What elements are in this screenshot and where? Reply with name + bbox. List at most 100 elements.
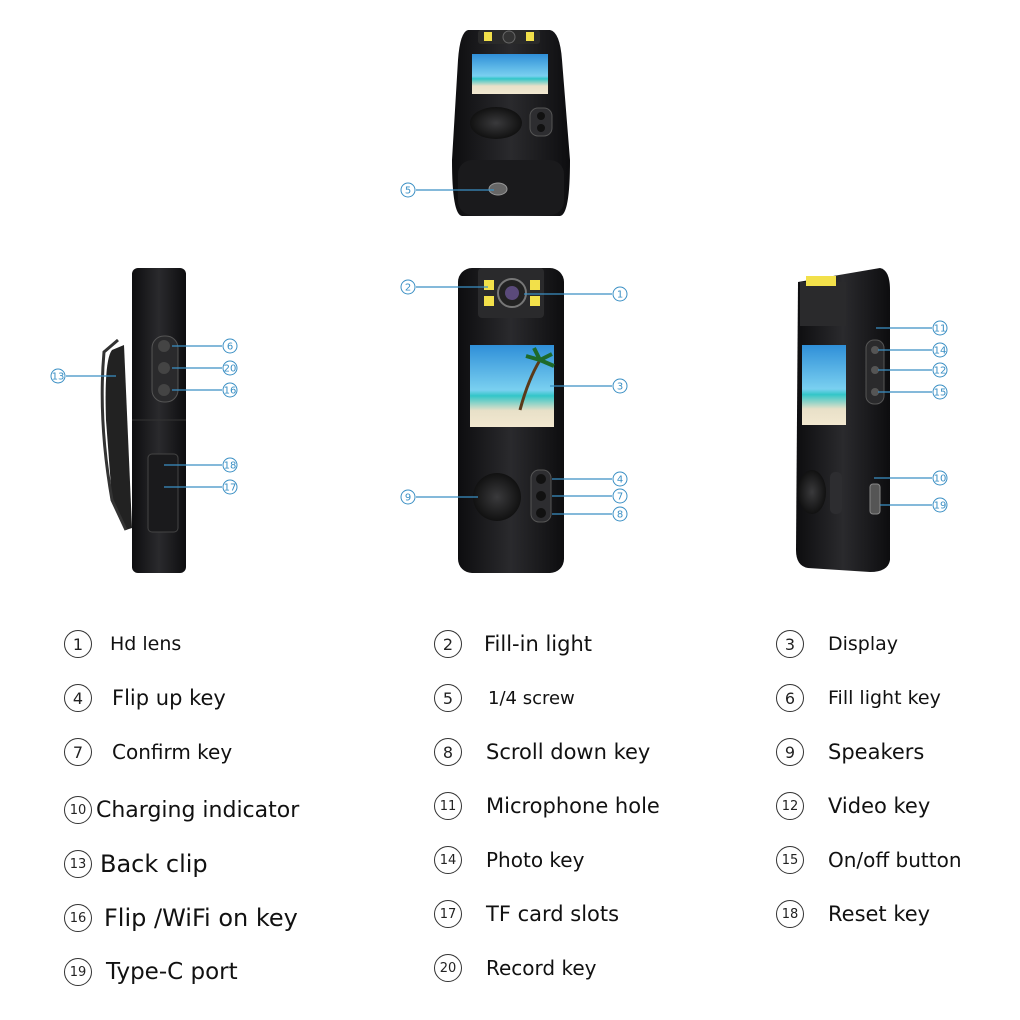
legend-number: 14 bbox=[434, 846, 462, 874]
legend-number: 16 bbox=[64, 904, 92, 932]
angled-view-device bbox=[796, 268, 890, 572]
legend-label: Flip /WiFi on key bbox=[104, 904, 298, 932]
legend-label: Photo key bbox=[486, 848, 585, 872]
callout-8: 8 bbox=[612, 506, 628, 522]
legend-item-1: 1 Hd lens bbox=[64, 630, 181, 658]
legend-label: Reset key bbox=[828, 902, 931, 926]
legend-number: 1 bbox=[64, 630, 92, 658]
legend-label: Record key bbox=[486, 956, 597, 980]
legend-item-4: 4 Flip up key bbox=[64, 684, 226, 712]
legend-label: Type-C port bbox=[106, 959, 238, 985]
callout-9: 9 bbox=[400, 489, 416, 505]
callout-12: 12 bbox=[932, 362, 948, 378]
callout-19: 19 bbox=[932, 497, 948, 513]
legend-label: Confirm key bbox=[112, 740, 233, 764]
legend-item-7: 7 Confirm key bbox=[64, 738, 232, 766]
svg-text:5: 5 bbox=[405, 186, 411, 197]
callout-20: 20 bbox=[222, 360, 238, 376]
legend-number: 18 bbox=[776, 900, 804, 928]
svg-text:2: 2 bbox=[405, 283, 411, 294]
legend-number: 20 bbox=[434, 954, 462, 982]
legend-number: 4 bbox=[64, 684, 92, 712]
callout-18: 18 bbox=[222, 457, 238, 473]
svg-text:16: 16 bbox=[224, 386, 237, 397]
legend-item-20: 20 Record key bbox=[434, 954, 596, 982]
callout-5: 5 bbox=[400, 182, 416, 198]
legend-label: Video key bbox=[828, 794, 931, 818]
svg-text:8: 8 bbox=[617, 510, 623, 521]
legend-number: 10 bbox=[64, 796, 92, 824]
legend-item-10: 10 Charging indicator bbox=[64, 796, 299, 824]
legend-item-14: 14 Photo key bbox=[434, 846, 584, 874]
legend-number: 9 bbox=[776, 738, 804, 766]
svg-text:7: 7 bbox=[617, 492, 623, 503]
callout-17: 17 bbox=[222, 479, 238, 495]
legend-item-13: 13 Back clip bbox=[64, 850, 208, 878]
callout-10: 10 bbox=[932, 470, 948, 486]
legend-number: 13 bbox=[64, 850, 92, 878]
callout-6: 6 bbox=[222, 338, 238, 354]
callout-13: 13 bbox=[50, 368, 66, 384]
legend-number: 7 bbox=[64, 738, 92, 766]
svg-text:14: 14 bbox=[934, 346, 947, 357]
svg-text:9: 9 bbox=[405, 493, 411, 504]
legend-label: Display bbox=[828, 633, 899, 655]
callout-lines bbox=[66, 189, 932, 515]
legend-item-15: 15 On/off button bbox=[776, 846, 962, 874]
top-view-device bbox=[452, 30, 570, 216]
legend-item-9: 9 Speakers bbox=[776, 738, 924, 766]
legend-label: Scroll down key bbox=[486, 740, 651, 764]
svg-text:1: 1 bbox=[617, 290, 623, 301]
legend-item-2: 2 Fill-in light bbox=[434, 630, 592, 658]
legend-label: Back clip bbox=[100, 850, 208, 878]
svg-text:20: 20 bbox=[224, 364, 237, 375]
camera-diagram: 5 2 1 3 4 7 8 9 6 20 16 18 17 13 11 14 1… bbox=[50, 30, 948, 573]
callout-3: 3 bbox=[612, 378, 628, 394]
svg-text:15: 15 bbox=[934, 388, 947, 399]
svg-text:11: 11 bbox=[934, 324, 947, 335]
legend-item-3: 3 Display bbox=[776, 630, 898, 658]
legend-label: Fill light key bbox=[828, 687, 941, 709]
front-view-device bbox=[458, 268, 564, 573]
svg-text:4: 4 bbox=[617, 475, 623, 486]
callout-14: 14 bbox=[932, 342, 948, 358]
legend-label: Charging indicator bbox=[96, 797, 300, 823]
legend-item-18: 18 Reset key bbox=[776, 900, 930, 928]
legend-item-6: 6 Fill light key bbox=[776, 684, 941, 712]
legend-label: Hd lens bbox=[110, 633, 182, 655]
legend-number: 3 bbox=[776, 630, 804, 658]
svg-text:13: 13 bbox=[52, 372, 65, 383]
legend-label: On/off button bbox=[828, 848, 962, 872]
legend-item-16: 16 Flip /WiFi on key bbox=[64, 904, 298, 932]
svg-text:12: 12 bbox=[934, 366, 947, 377]
callout-11: 11 bbox=[932, 320, 948, 336]
legend-number: 8 bbox=[434, 738, 462, 766]
callout-1: 1 bbox=[612, 286, 628, 302]
legend-label: Flip up key bbox=[112, 686, 226, 710]
svg-text:18: 18 bbox=[224, 461, 237, 472]
legend-item-5: 5 1/4 screw bbox=[434, 684, 575, 712]
legend-label: Fill-in light bbox=[484, 632, 592, 656]
svg-text:6: 6 bbox=[227, 342, 233, 353]
callout-15: 15 bbox=[932, 384, 948, 400]
legend-number: 5 bbox=[434, 684, 462, 712]
legend-label: Speakers bbox=[828, 740, 925, 764]
legend-item-11: 11 Microphone hole bbox=[434, 792, 660, 820]
callout-markers: 5 2 1 3 4 7 8 9 6 20 16 18 17 13 11 14 1… bbox=[50, 182, 948, 522]
legend-number: 2 bbox=[434, 630, 462, 658]
legend-item-8: 8 Scroll down key bbox=[434, 738, 650, 766]
callout-4: 4 bbox=[612, 471, 628, 487]
legend-number: 11 bbox=[434, 792, 462, 820]
legend-item-12: 12 Video key bbox=[776, 792, 930, 820]
legend-number: 15 bbox=[776, 846, 804, 874]
svg-text:19: 19 bbox=[934, 501, 947, 512]
svg-text:10: 10 bbox=[934, 474, 947, 485]
legend-number: 19 bbox=[64, 958, 92, 986]
side-view-device bbox=[100, 268, 186, 573]
legend-item-17: 17 TF card slots bbox=[434, 900, 619, 928]
legend-label: Microphone hole bbox=[486, 794, 660, 818]
legend-item-19: 19 Type-C port bbox=[64, 958, 238, 986]
callout-7: 7 bbox=[612, 488, 628, 504]
legend-number: 12 bbox=[776, 792, 804, 820]
legend-label: 1/4 screw bbox=[488, 687, 575, 709]
